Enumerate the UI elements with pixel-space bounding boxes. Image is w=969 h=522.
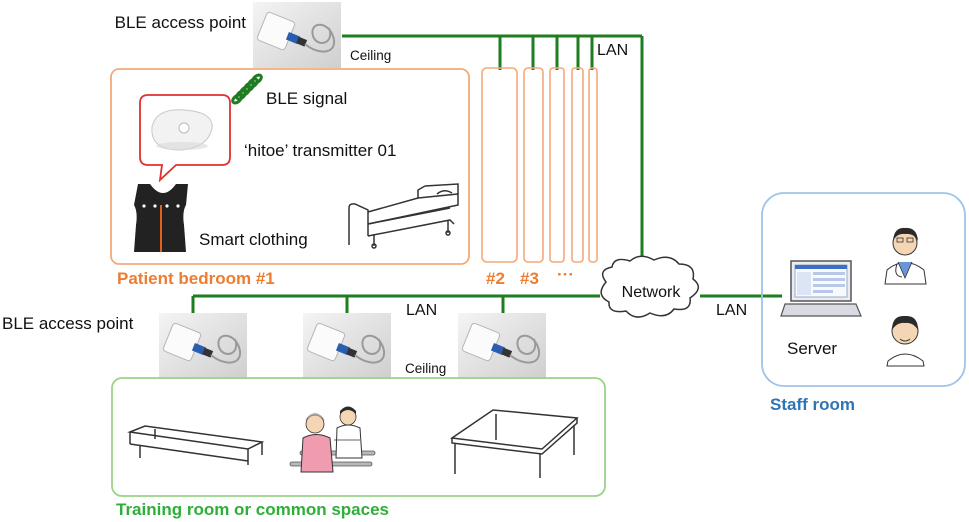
- more-rooms-label: ···: [557, 265, 574, 284]
- room-4-box: [549, 67, 565, 263]
- rehabilitation-people-icon: [289, 406, 376, 473]
- other-patient-rooms: [481, 67, 598, 263]
- staff-icon: [886, 315, 925, 367]
- ble-access-point-label-bottom: BLE access point: [2, 314, 134, 333]
- training-room-label: Training room or common spaces: [116, 500, 389, 519]
- lan-label-middle: LAN: [406, 302, 437, 319]
- patient-bedroom-box: [110, 68, 470, 265]
- room-6-box: [588, 67, 598, 263]
- ble-signal-icon: [231, 73, 263, 105]
- server-computer-icon: [780, 260, 862, 317]
- room-5-box: [571, 67, 584, 263]
- network-label: Network: [622, 284, 682, 301]
- bed-icon: [348, 183, 459, 249]
- server-label: Server: [787, 339, 837, 358]
- network-cloud: [600, 255, 699, 318]
- room-2-label: #2: [486, 269, 505, 288]
- ble-access-point-photo-3: [458, 313, 546, 379]
- ble-access-point-photo-top: [253, 2, 341, 68]
- staff-room-box: [761, 192, 966, 387]
- bench-icon: [127, 425, 265, 465]
- ble-access-point-label-top: BLE access point: [115, 13, 247, 32]
- room-3-label: #3: [520, 269, 539, 288]
- room-3-box: [523, 67, 544, 263]
- ble-access-point-photo-1: [159, 313, 247, 379]
- staff-room-label: Staff room: [770, 395, 855, 414]
- lan-lines: [191, 34, 782, 313]
- room-2-box: [481, 67, 518, 263]
- patient-bedroom-label: Patient bedroom #1: [117, 269, 275, 288]
- doctor-icon: [884, 227, 927, 285]
- lan-label-right: LAN: [716, 302, 747, 319]
- hitoe-transmitter-photo: [151, 109, 213, 151]
- ble-access-point-photo-2: [303, 313, 391, 379]
- training-room-box: [111, 377, 606, 497]
- smart-clothing-vest: [134, 184, 188, 252]
- lan-label-top: LAN: [597, 42, 628, 59]
- transmitter-label: ‘hitoe’ transmitter 01: [244, 141, 396, 160]
- ble-signal-label: BLE signal: [266, 89, 347, 108]
- ceiling-label-bottom: Ceiling: [405, 361, 446, 376]
- ceiling-label-top: Ceiling: [350, 48, 391, 63]
- table-icon: [449, 409, 579, 478]
- smart-clothing-label: Smart clothing: [199, 230, 308, 249]
